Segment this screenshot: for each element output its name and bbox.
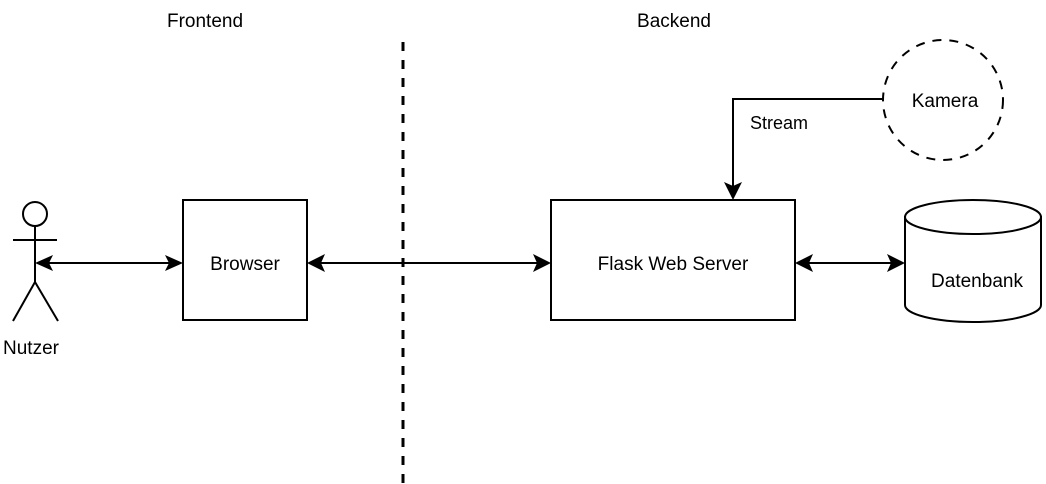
actor-leg-left	[12, 281, 36, 322]
node-flask-web-server-label: Flask Web Server	[598, 254, 749, 275]
node-kamera: Kamera	[882, 39, 1004, 161]
edge-kamera-server-label: Stream	[750, 113, 808, 133]
lane-title-backend: Backend	[637, 11, 711, 32]
edge-nutzer-browser-arrowhead-left	[35, 255, 53, 271]
node-flask-web-server-box	[550, 199, 796, 321]
node-flask-web-server: Flask Web Server	[550, 199, 796, 321]
node-browser-box	[182, 199, 308, 321]
node-datenbank-label: Datenbank	[931, 271, 1023, 292]
actor-leg-right	[34, 281, 59, 322]
edge-browser-server	[307, 254, 551, 272]
edge-nutzer-browser	[35, 255, 183, 271]
edge-server-datenbank	[795, 254, 905, 272]
node-datenbank-top	[904, 199, 1042, 235]
node-datenbank: Datenbank	[904, 199, 1042, 323]
lane-title-frontend: Frontend	[167, 11, 243, 32]
edge-browser-server-arrowhead-left	[307, 254, 325, 272]
edge-kamera-server: Stream	[724, 98, 883, 200]
edge-kamera-server-arrowhead	[724, 182, 742, 200]
edge-nutzer-browser-arrowhead-right	[165, 255, 183, 271]
actor-nutzer	[12, 201, 59, 322]
actor-head-icon	[22, 201, 48, 227]
node-browser-label: Browser	[210, 254, 280, 275]
edge-kamera-server-line	[732, 98, 883, 193]
edge-server-datenbank-arrowhead-left	[795, 254, 813, 272]
edge-server-datenbank-arrowhead-right	[887, 254, 905, 272]
actor-label-nutzer: Nutzer	[3, 338, 60, 359]
edge-browser-server-arrowhead-right	[533, 254, 551, 272]
node-datenbank-body	[904, 216, 1042, 323]
node-browser: Browser	[182, 199, 308, 321]
node-kamera-label: Kamera	[912, 91, 979, 112]
